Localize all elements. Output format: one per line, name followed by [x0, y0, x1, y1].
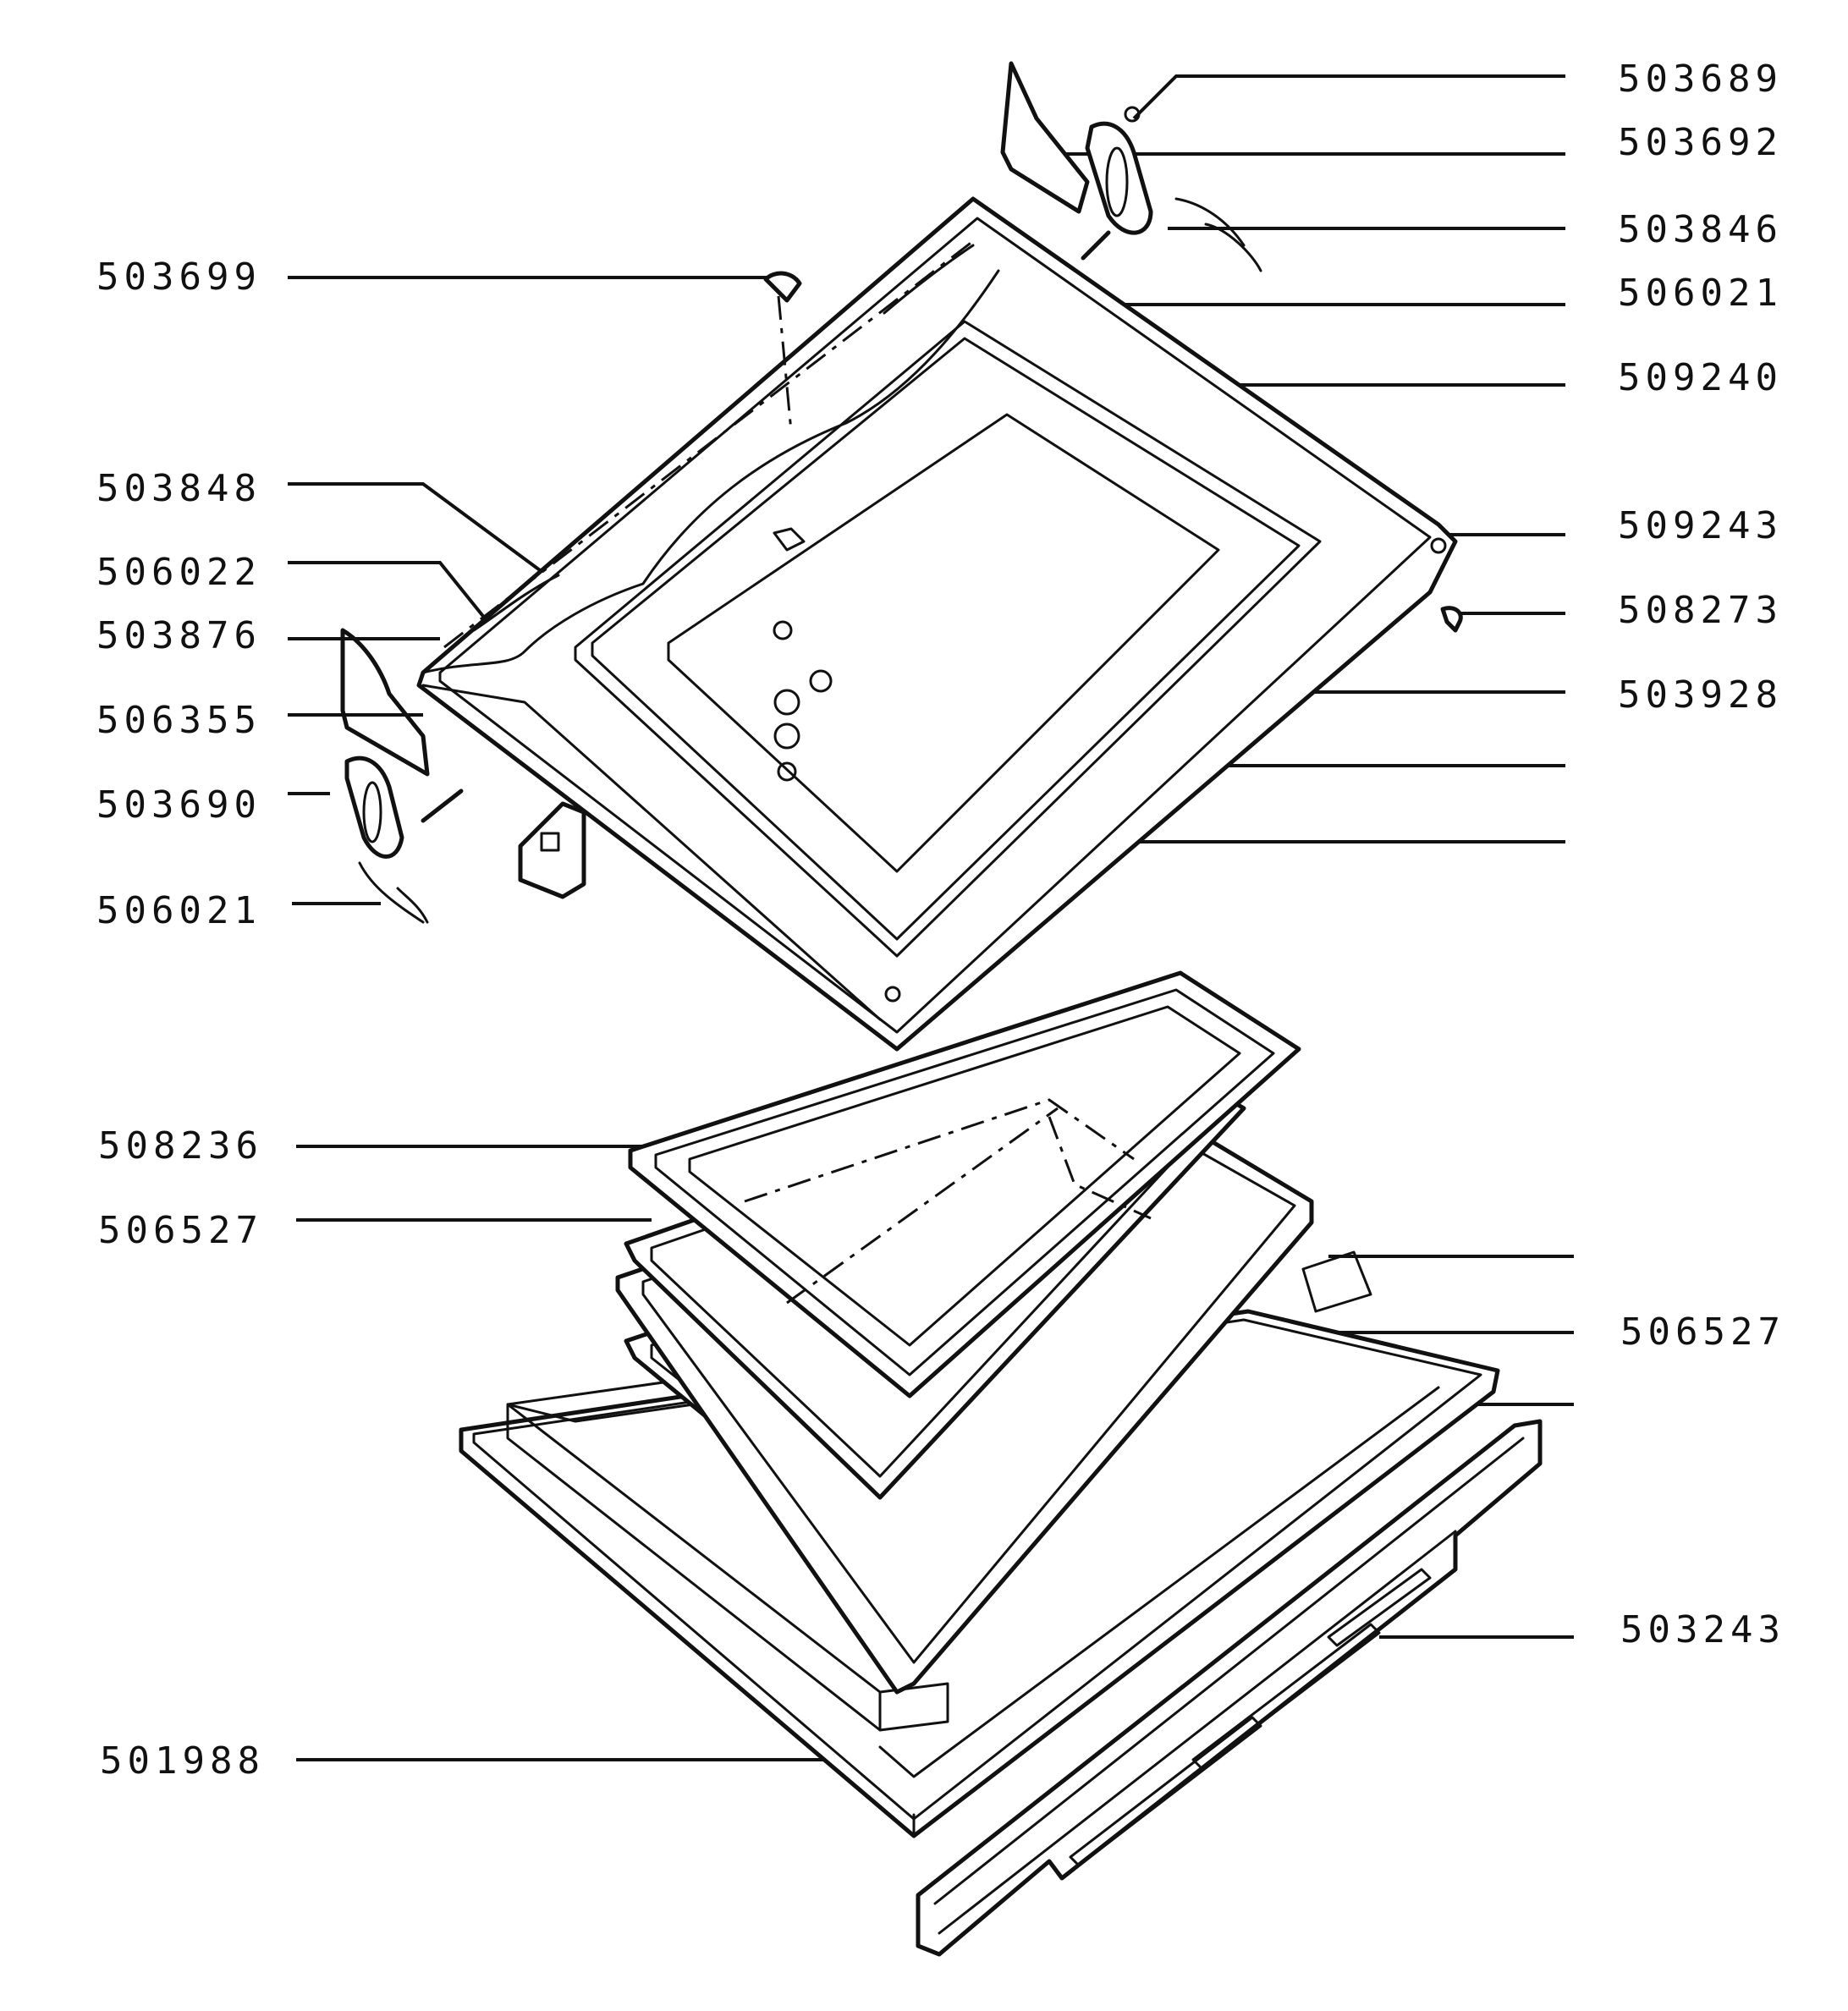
label-509240: 509240	[1618, 356, 1783, 399]
hinge-parts	[340, 61, 1463, 924]
label-503928: 503928	[1618, 673, 1783, 717]
label-503846: 503846	[1618, 208, 1783, 251]
label-506021-right: 506021	[1618, 272, 1783, 315]
label-503699: 503699	[96, 255, 261, 299]
label-503690: 503690	[96, 783, 261, 827]
label-503692: 503692	[1618, 121, 1783, 164]
label-503876: 503876	[96, 614, 261, 657]
label-506021-left: 506021	[96, 889, 261, 932]
label-503848: 503848	[96, 467, 261, 510]
label-508236: 508236	[98, 1124, 263, 1168]
label-506022: 506022	[96, 551, 261, 594]
label-509243: 509243	[1618, 504, 1783, 547]
inner-door-frame	[416, 196, 1458, 1052]
label-506527-left: 506527	[98, 1209, 263, 1252]
glass-panes	[615, 970, 1314, 1695]
label-506527-right: 506527	[1620, 1310, 1785, 1354]
label-503243: 503243	[1620, 1608, 1785, 1651]
label-501988: 501988	[100, 1739, 265, 1783]
label-508273: 508273	[1618, 589, 1783, 632]
assembly-lines	[443, 239, 974, 649]
label-503689: 503689	[1618, 58, 1783, 101]
label-506355: 506355	[96, 699, 261, 742]
bottom-trim-strip	[916, 1419, 1543, 1957]
